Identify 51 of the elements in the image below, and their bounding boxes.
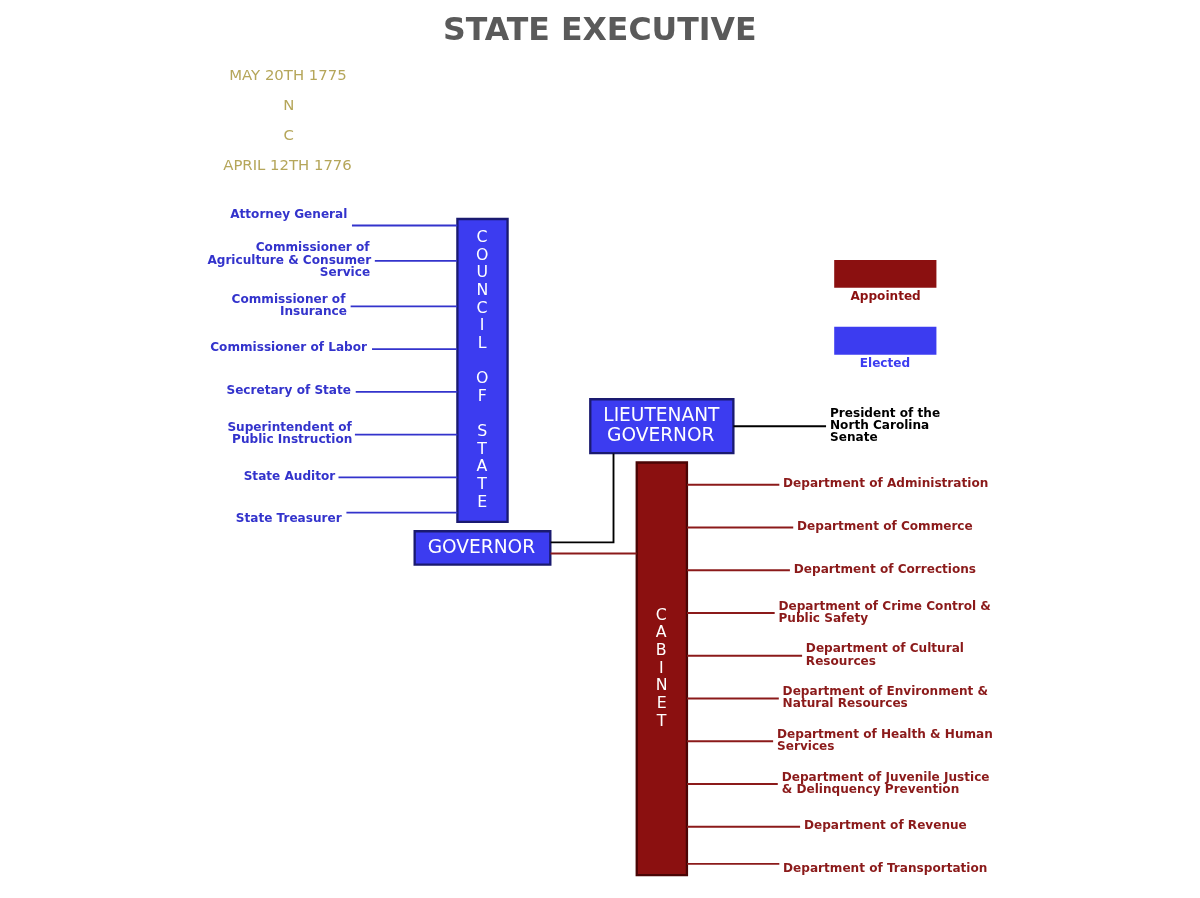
connector <box>685 740 774 743</box>
node-box: LIEUTENANT GOVERNOR <box>588 398 735 455</box>
label: APRIL 12TH 1776 <box>222 155 352 174</box>
connector <box>685 825 801 828</box>
connector <box>549 552 637 555</box>
connector <box>345 511 458 514</box>
connector <box>685 569 791 572</box>
label: MAY 20TH 1775 <box>228 66 347 85</box>
node-text: Department of Revenue <box>803 817 967 832</box>
connector <box>685 654 803 657</box>
label: N <box>282 96 294 115</box>
connector <box>685 862 780 865</box>
connector <box>685 526 794 529</box>
connector <box>685 697 780 700</box>
node-text: Commissioner of Labor <box>209 340 367 355</box>
legend-label: Appointed <box>849 289 921 304</box>
connector <box>370 348 458 351</box>
diagram-title: STATE EXECUTIVE <box>442 10 757 47</box>
connector <box>353 433 458 436</box>
legend-label: Elected <box>859 356 910 371</box>
connector <box>349 305 458 308</box>
node-text: Secretary of State <box>225 383 351 398</box>
node-text: Superintendent of Public Instruction <box>226 420 352 447</box>
node-text: Commissioner of Insurance <box>231 292 347 319</box>
connector <box>685 612 776 614</box>
connector <box>350 224 458 227</box>
connector <box>337 476 458 479</box>
node-text: Department of Administration <box>782 476 988 491</box>
node-text: Department of Corrections <box>793 561 976 576</box>
connector <box>354 390 458 393</box>
connector <box>685 783 779 785</box>
node-text: Department of Juvenile Justice & Delinquency Prevention <box>781 769 990 796</box>
node-text: Commissioner of Agriculture & Consumer Service <box>206 240 371 279</box>
node-text: Department of Health & Human Services <box>776 726 993 753</box>
node-text: Department of Cultural Resources <box>805 641 964 668</box>
connector <box>373 259 458 262</box>
node-text: State Treasurer <box>235 511 342 526</box>
node-text: Department of Environment & Natural Resources <box>782 684 988 711</box>
connector <box>685 483 780 486</box>
node-text: Department of Commerce <box>796 518 973 533</box>
connector <box>549 452 614 544</box>
node-text: Department of Crime Control & Public Safety <box>777 598 991 625</box>
node-text: President of the North Carolina Senate <box>829 405 940 445</box>
node-box: GOVERNOR <box>413 530 551 566</box>
label: C <box>283 125 294 144</box>
node-box: CABINET <box>635 461 688 877</box>
connector <box>732 425 827 428</box>
node-text: State Auditor <box>243 468 335 483</box>
node-text: Attorney General <box>229 206 347 221</box>
node-box: COUNCIL OF STATE <box>455 217 509 524</box>
node-text: Department of Transportation <box>782 860 987 875</box>
